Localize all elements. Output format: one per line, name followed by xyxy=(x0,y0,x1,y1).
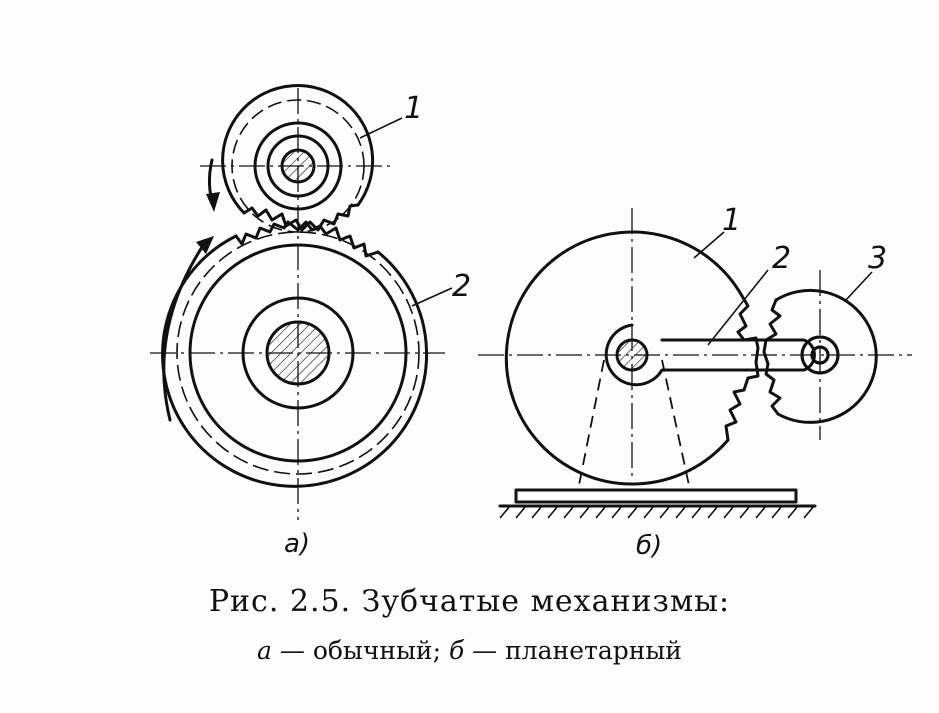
leader-b-carrier-2 xyxy=(707,269,769,346)
gear-small-bore xyxy=(266,134,330,198)
figure-caption-legend: а — обычный; б — планетарный xyxy=(0,636,939,665)
gear-satellite-teeth xyxy=(762,298,782,416)
arrow-large-rotation xyxy=(162,242,206,422)
ground-hatching xyxy=(499,505,815,519)
stand-base xyxy=(514,488,798,504)
label-gear-1: 1 xyxy=(404,91,423,126)
gear-satellite-outer xyxy=(774,288,878,424)
arrow-large-head xyxy=(196,236,214,254)
gear-large-pitch-circle xyxy=(176,231,420,475)
rotation-arrows xyxy=(162,158,220,422)
stand-leg-left xyxy=(577,359,605,491)
caption-a-letter: а xyxy=(257,636,272,665)
support-stand xyxy=(498,359,817,519)
gear-large-2 xyxy=(161,220,429,488)
label-b-gear-3: 3 xyxy=(868,241,887,276)
gear-small-pitch-circle xyxy=(231,99,365,233)
gear-large-outer xyxy=(161,234,429,488)
leader-gear-1 xyxy=(359,117,403,139)
stand-leg-right xyxy=(661,359,691,491)
gear-fixed-outer xyxy=(504,230,744,486)
diagram-b: 1 2 3 б) xyxy=(478,203,912,561)
caption-b-letter: б xyxy=(448,636,465,665)
label-b-gear-1: 1 xyxy=(722,203,741,238)
label-gear-2: 2 xyxy=(452,269,471,304)
gear-small-shaft xyxy=(280,148,316,184)
diagram-a: 1 2 а) xyxy=(150,84,471,559)
gear-small-1 xyxy=(221,84,375,233)
sublabel-b: б) xyxy=(636,531,662,561)
arrow-small-head xyxy=(206,192,220,212)
sublabel-a: а) xyxy=(284,529,310,559)
label-b-carrier-2: 2 xyxy=(772,241,791,276)
carrier-end-hub xyxy=(800,335,840,375)
gear-small-teeth xyxy=(242,203,360,232)
leader-b-gear-3 xyxy=(845,271,873,301)
carrier-arm xyxy=(604,323,816,387)
gear-small-outer xyxy=(221,84,375,215)
leader-gear-2 xyxy=(411,287,453,307)
gear-large-rim xyxy=(188,243,408,463)
carrier-end-pin xyxy=(810,345,830,365)
caption-a-text: — обычный; xyxy=(271,636,449,665)
gear-large-shaft xyxy=(265,320,331,386)
leader-b-gear-1 xyxy=(693,231,725,259)
gear-large-teeth xyxy=(234,220,380,258)
carrier-shaft xyxy=(615,338,649,372)
gear-large-hub xyxy=(241,296,355,410)
gear-small-hub xyxy=(253,121,343,211)
caption-b-text: — планетарный xyxy=(464,636,682,665)
figure-caption: Рис. 2.5. Зубчатые механизмы: xyxy=(208,584,731,619)
carrier-2 xyxy=(604,323,840,387)
